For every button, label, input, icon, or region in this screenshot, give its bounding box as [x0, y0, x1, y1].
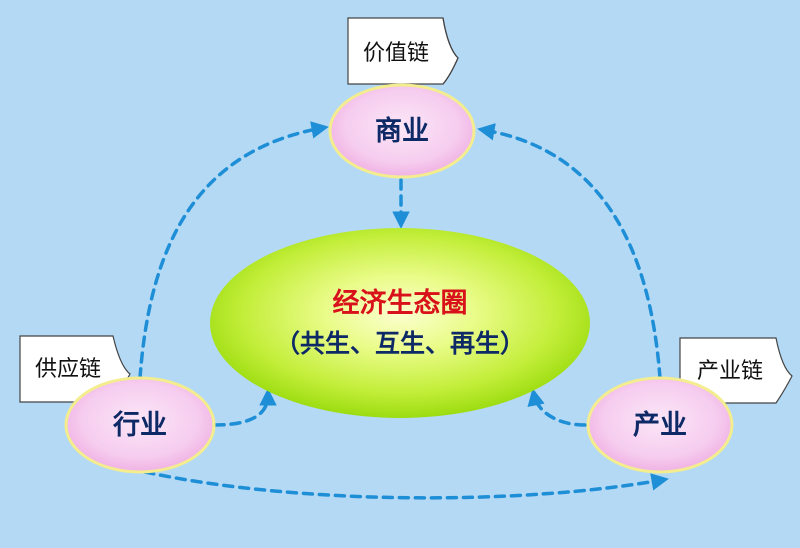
industry-sector-label: 行业 — [112, 409, 167, 441]
industry-label: 产业 — [633, 410, 687, 441]
ecosystem-subtitle: （共生、互生、再生） — [275, 329, 525, 358]
industry-chain-tag: 产业链 — [679, 337, 793, 404]
industry-sector-node: 行业 — [64, 376, 216, 474]
value-chain-label: 价值链 — [363, 41, 429, 66]
industry-node: 产业 — [586, 376, 734, 474]
arrow-industry-sector-to-center — [213, 388, 277, 427]
value-chain-tag: 价值链 — [347, 17, 459, 85]
commerce-node: 商业 — [328, 83, 476, 179]
arrow-industry-to-center — [527, 388, 587, 427]
industry-chain-label: 产业链 — [697, 359, 763, 384]
economic-ecosystem-node: 经济生态圈 （共生、互生、再生） — [210, 228, 590, 418]
ecosystem-title: 经济生态圈 — [333, 287, 468, 319]
commerce-label: 商业 — [375, 116, 429, 147]
arrow-industry-sector-to-industry — [143, 470, 669, 500]
arrow-industry-to-commerce — [477, 123, 662, 380]
arrow-industry-sector-to-commerce — [138, 121, 329, 380]
supply-chain-label: 供应链 — [35, 357, 101, 382]
